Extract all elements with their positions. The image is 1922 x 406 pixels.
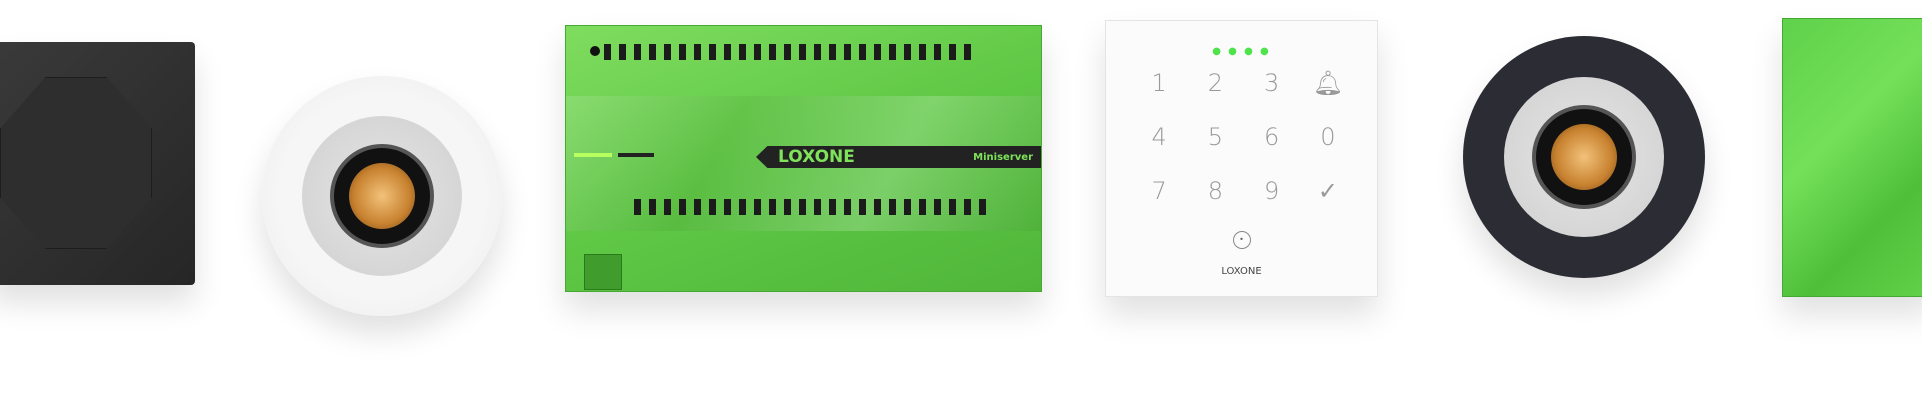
terminal-slot: [844, 199, 851, 215]
terminal-slot: [934, 44, 941, 60]
terminal-slot: [904, 44, 911, 60]
ethernet-port: [584, 254, 622, 290]
terminal-slot: [724, 44, 731, 60]
terminal-slot: [784, 199, 791, 215]
terminal-slot: [964, 44, 971, 60]
key-10[interactable]: 9: [1263, 177, 1280, 205]
terminal-slot: [859, 44, 866, 60]
terminal-slot: [694, 199, 701, 215]
key-3[interactable]: 🔔︎: [1312, 69, 1344, 97]
miniserver: LOXONE Miniserver: [565, 25, 1042, 292]
key-1[interactable]: 2: [1207, 69, 1224, 97]
terminal-slot: [874, 199, 881, 215]
key-6[interactable]: 6: [1263, 123, 1280, 151]
key-5[interactable]: 5: [1207, 123, 1224, 151]
keypad-grid: 1 2 3 🔔︎ 4 5 6 0 7 8 9 ✓: [1131, 66, 1356, 208]
model-text: Miniserver: [973, 151, 1033, 163]
terminal-slot: [919, 44, 926, 60]
terminal-slot: [919, 199, 926, 215]
terminal-slot: [979, 199, 986, 215]
terminal-slot: [844, 44, 851, 60]
terminal-slot: [889, 199, 896, 215]
terminal-slot: [814, 44, 821, 60]
terminal-slot: [964, 199, 971, 215]
terminal-slot: [649, 44, 656, 60]
terminal-slot: [859, 199, 866, 215]
led-lens: [1551, 124, 1617, 190]
green-tile: [1782, 18, 1922, 297]
bottom-terminals: [634, 199, 986, 215]
terminal-slot: [949, 199, 956, 215]
status-leds: ● ● ● ●: [1212, 46, 1271, 57]
terminal-slot: [619, 44, 626, 60]
brand-text: LOXONE: [778, 147, 855, 167]
terminal-slot: [769, 44, 776, 60]
terminal-slot: [829, 199, 836, 215]
terminal-slot: [679, 44, 686, 60]
key-2[interactable]: 3: [1263, 69, 1280, 97]
spotlight-black: [1463, 36, 1705, 278]
spotlight-white: [262, 76, 502, 316]
terminal-slot: [694, 44, 701, 60]
terminal-slot: [784, 44, 791, 60]
terminal-slot: [799, 44, 806, 60]
keypad-brand: LOXONE: [1221, 266, 1262, 277]
terminal-slot: [739, 44, 746, 60]
terminal-slot: [769, 199, 776, 215]
terminal-slot: [874, 44, 881, 60]
terminal-slot: [739, 199, 746, 215]
key-0[interactable]: 1: [1151, 69, 1167, 97]
terminal-slot: [664, 44, 671, 60]
terminal-slot: [724, 199, 731, 215]
terminal-slot: [889, 44, 896, 60]
terminal-slot: [754, 199, 761, 215]
key-4[interactable]: 4: [1151, 123, 1167, 151]
terminal-slot: [934, 199, 941, 215]
key-7[interactable]: 0: [1320, 123, 1336, 151]
terminal-slot: [709, 199, 716, 215]
terminal-slot: [679, 199, 686, 215]
terminal-slot: [649, 199, 656, 215]
touch-switch-black: [0, 42, 195, 285]
top-terminals: [604, 44, 971, 60]
terminal-slot: [829, 44, 836, 60]
status-dot: [590, 46, 600, 56]
key-9[interactable]: 8: [1207, 177, 1224, 205]
status-led: [574, 153, 612, 157]
nfc-icon: •: [1232, 231, 1251, 249]
key-11[interactable]: ✓: [1317, 177, 1338, 205]
terminal-slot: [799, 199, 806, 215]
key-8[interactable]: 7: [1151, 177, 1167, 205]
terminal-slot: [709, 44, 716, 60]
nfc-keypad: ● ● ● ● 1 2 3 🔔︎ 4 5 6 0 7 8 9 ✓ • LOXONE: [1105, 20, 1378, 297]
led-lens: [349, 163, 415, 229]
terminal-slot: [664, 199, 671, 215]
terminal-slot: [904, 199, 911, 215]
terminal-slot: [634, 44, 641, 60]
terminal-slot: [814, 199, 821, 215]
switch-octagon-surface: [0, 77, 152, 249]
terminal-slot: [949, 44, 956, 60]
miniserver-label: LOXONE Miniserver: [756, 146, 1041, 168]
terminal-slot: [634, 199, 641, 215]
terminal-slot: [604, 44, 611, 60]
terminal-slot: [754, 44, 761, 60]
